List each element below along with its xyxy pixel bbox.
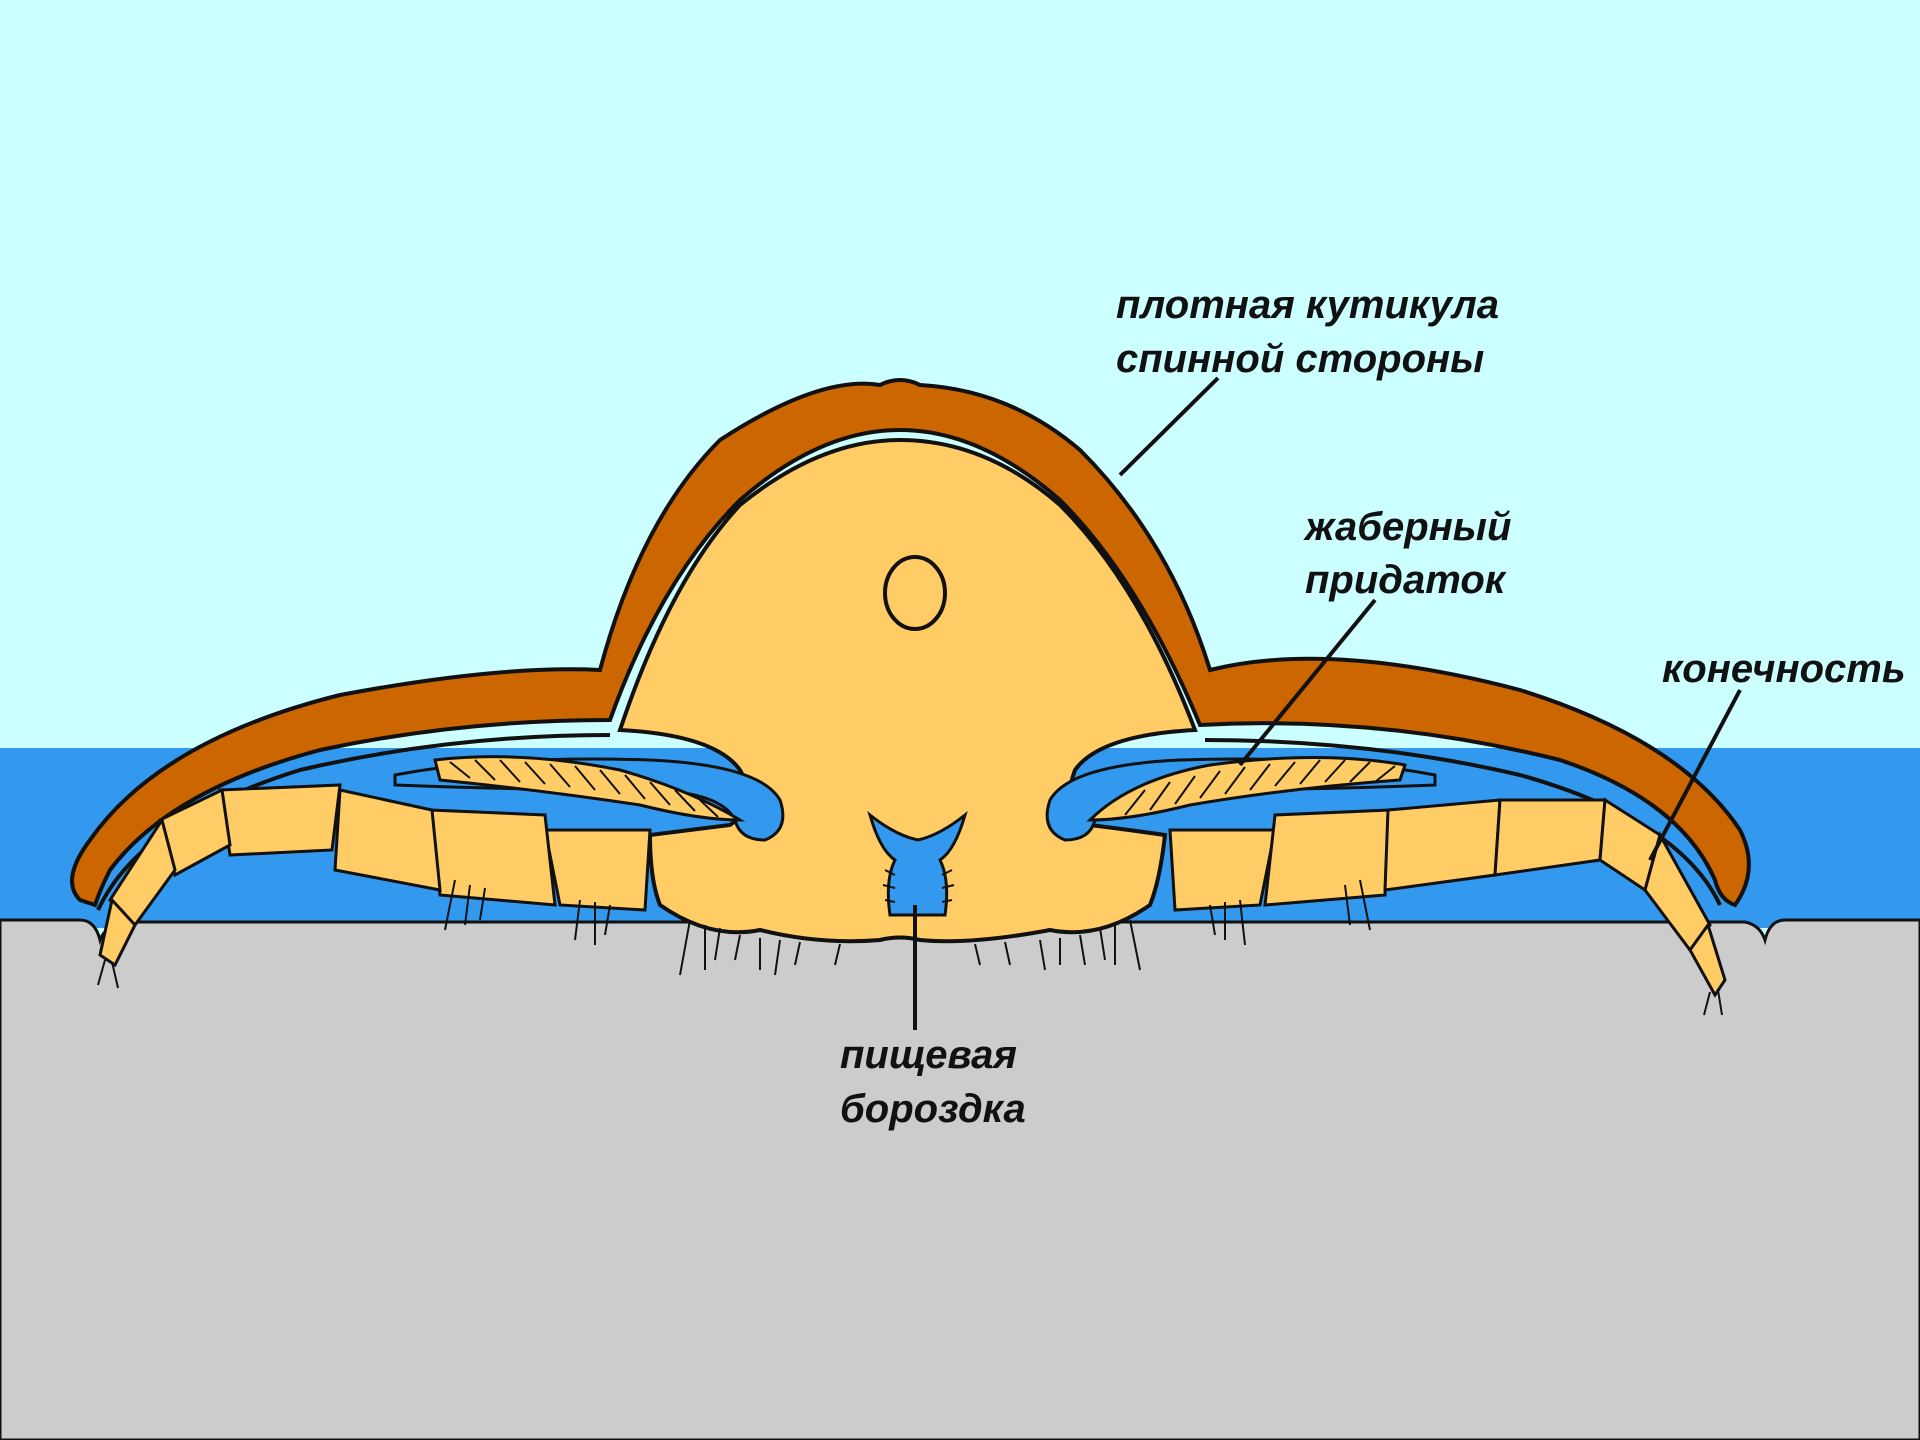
label-gill-line2: придаток [1305, 558, 1507, 602]
label-groove-line1: пищевая [840, 1033, 1017, 1077]
label-gill-line1: жаберный [1303, 505, 1511, 549]
label-cuticle-line1: плотная кутикула [1116, 283, 1499, 327]
label-groove-line2: бороздка [840, 1087, 1026, 1131]
label-cuticle-line2: спинной стороны [1116, 337, 1484, 381]
ground-sediment [0, 920, 1920, 1440]
label-limb: конечность [1662, 647, 1906, 691]
gut-circle [885, 557, 945, 629]
